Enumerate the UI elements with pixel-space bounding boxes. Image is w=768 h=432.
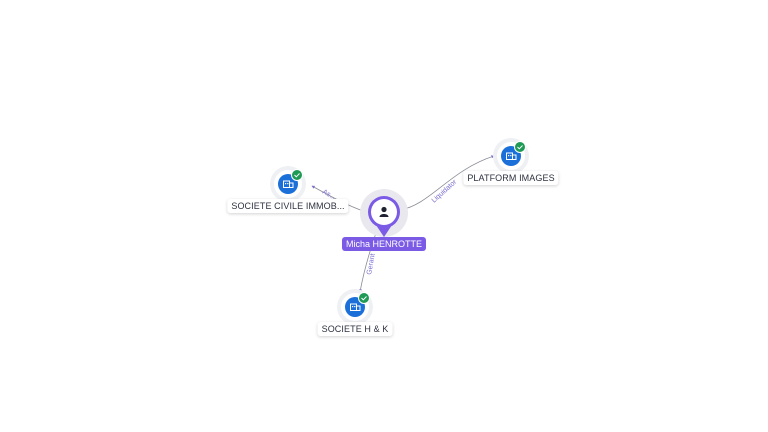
building-icon — [283, 180, 294, 188]
company-node-platform-images[interactable] — [493, 138, 529, 174]
person-name-label[interactable]: Micha HENROTTE — [341, 237, 427, 251]
company-label-platform-images[interactable]: PLATFORM IMAGES — [463, 171, 559, 185]
person-icon — [379, 206, 389, 217]
company-label-societe-civile[interactable]: SOCIETE CIVILE IMMOB... — [227, 199, 349, 213]
company-label-societe-hk[interactable]: SOCIETE H & K — [317, 322, 393, 336]
company-node-societe-hk[interactable] — [337, 289, 373, 325]
edge-label-societe-hk: Gerant — [366, 253, 377, 275]
edge-person-to-platform-images — [399, 155, 495, 211]
company-node-societe-civile[interactable] — [270, 166, 306, 202]
edge-person-to-societe-hk — [358, 229, 378, 293]
check-badge-icon — [291, 169, 303, 181]
building-icon — [350, 303, 361, 311]
check-badge-icon — [514, 141, 526, 153]
check-badge-icon — [358, 292, 370, 304]
building-icon — [506, 152, 517, 160]
person-node[interactable] — [360, 189, 408, 237]
